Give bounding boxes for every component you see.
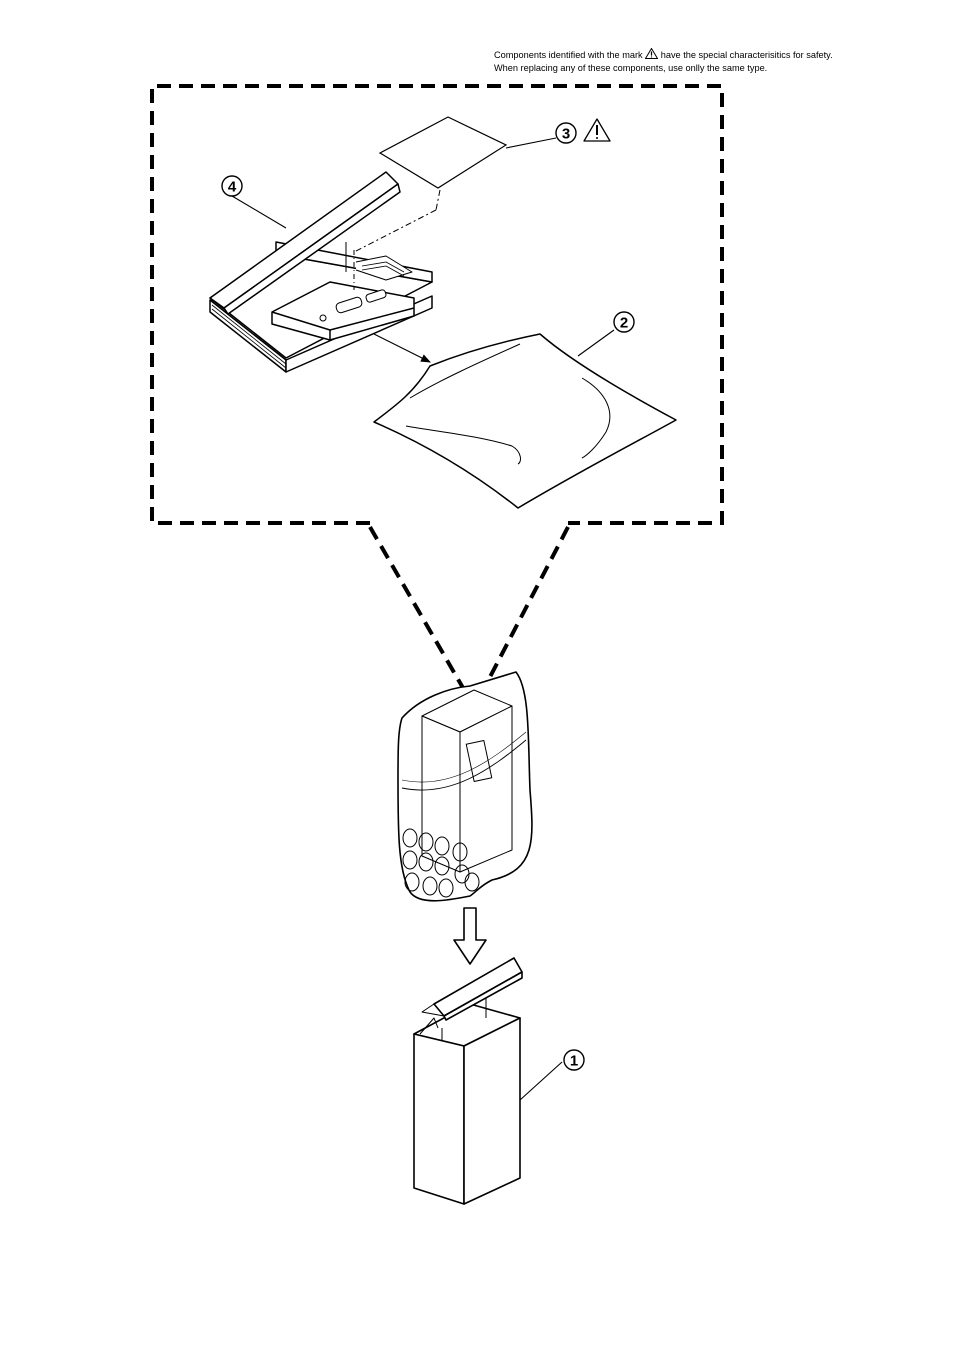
part-3-sheet bbox=[378, 116, 508, 189]
dashed-callout-frame bbox=[150, 84, 724, 702]
leader-lines bbox=[231, 137, 615, 1101]
warning-triangle-icon bbox=[583, 118, 611, 142]
part-1-carton bbox=[413, 957, 523, 1205]
safety-note-line1-before: Components identified with the mark bbox=[494, 50, 643, 60]
callout-2: 2 bbox=[613, 311, 635, 333]
wrapped-package bbox=[397, 671, 533, 902]
warning-triangle-icon bbox=[645, 48, 659, 59]
down-arrow bbox=[453, 907, 487, 965]
svg-text:1: 1 bbox=[570, 1053, 578, 1070]
callout-3: 3 bbox=[555, 122, 577, 144]
bag-wrinkles bbox=[405, 343, 611, 465]
svg-text:4: 4 bbox=[228, 179, 237, 196]
safety-note: Components identified with the mark have… bbox=[494, 48, 833, 74]
part-2-bag bbox=[373, 333, 677, 509]
svg-text:2: 2 bbox=[620, 315, 628, 332]
svg-text:3: 3 bbox=[562, 126, 570, 143]
callout-4: 4 bbox=[221, 175, 243, 197]
safety-note-line1-after: have the special characterisitics for sa… bbox=[660, 50, 833, 60]
safety-note-line1: Components identified with the mark have… bbox=[494, 48, 833, 62]
part-4-box bbox=[209, 171, 433, 373]
callout-1: 1 bbox=[563, 1049, 585, 1071]
safety-note-line2: When replacing any of these components, … bbox=[494, 62, 768, 73]
insert-arrow bbox=[373, 333, 431, 363]
